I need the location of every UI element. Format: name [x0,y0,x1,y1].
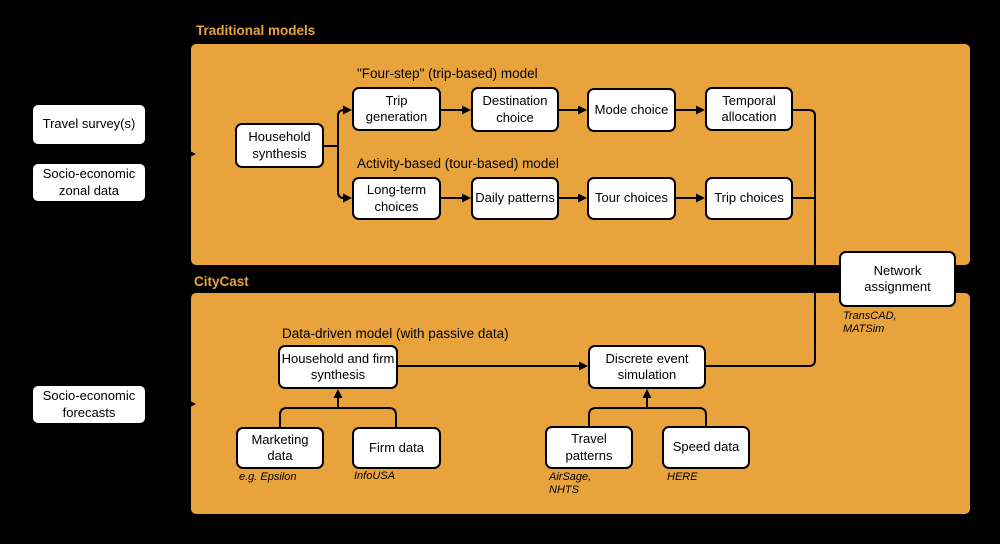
annotation-network-tools: TransCAD, MATSim [843,310,897,336]
node-long-term-choices: Long-term choices [352,177,441,220]
arrowhead-into-hfs [333,389,343,398]
arrowhead-destination [462,105,471,115]
arrowhead-into-traditional-panel [187,149,196,159]
annotation-speed-source: HERE [667,471,698,483]
node-household-synthesis: Household synthesis [235,123,324,168]
node-household-firm-synthesis: Household and firm synthesis [278,345,398,389]
node-forecasts: Socio-economic forecasts [31,384,147,425]
arrowhead-trip-choices [696,193,705,203]
node-tour-choices: Tour choices [587,177,676,220]
node-trip-generation: Trip generation [352,87,441,131]
node-daily-patterns: Daily patterns [471,177,559,220]
connector-household-branch [323,109,345,199]
connector-output-bus [706,109,816,367]
node-travel-patterns: Travel patterns [545,426,633,469]
node-destination-choice: Destination choice [471,87,559,132]
connector-travel-speed-tree [588,398,707,426]
arrowhead-daily [462,193,471,203]
node-mode-choice: Mode choice [587,88,676,132]
four-step-model-label: "Four-step" (trip-based) model [357,66,538,81]
node-firm-data: Firm data [352,427,441,469]
annotation-marketing-source: e.g. Epsilon [239,471,297,483]
data-driven-model-label: Data-driven model (with passive data) [282,326,509,341]
citycast-panel [191,293,970,514]
arrowhead-into-citycast-panel [187,399,196,409]
annotation-travel-source: AirSage, NHTS [549,471,592,497]
node-speed-data: Speed data [662,426,750,469]
node-temporal-allocation: Temporal allocation [705,87,793,131]
node-network-assignment: Network assignment [839,251,956,307]
connector-marketing-firm-tree [279,398,397,427]
node-marketing-data: Marketing data [236,427,324,469]
arrowhead-mode [578,105,587,115]
arrowhead-tour [578,193,587,203]
arrowhead-temporal [696,105,705,115]
node-trip-choices: Trip choices [705,177,793,220]
arrowhead-discrete-event [579,361,588,371]
arrowhead-trip-generation [343,105,352,115]
traditional-models-title: Traditional models [196,23,316,38]
arrowhead-into-des [642,389,652,398]
annotation-firm-source: InfoUSA [354,470,395,482]
node-zonal-data: Socio-economic zonal data [31,162,147,203]
node-travel-survey: Travel survey(s) [31,103,147,146]
arrowhead-long-term [343,193,352,203]
activity-based-model-label: Activity-based (tour-based) model [357,156,559,171]
citycast-title: CityCast [194,274,249,289]
node-discrete-event-simulation: Discrete event simulation [588,345,706,389]
